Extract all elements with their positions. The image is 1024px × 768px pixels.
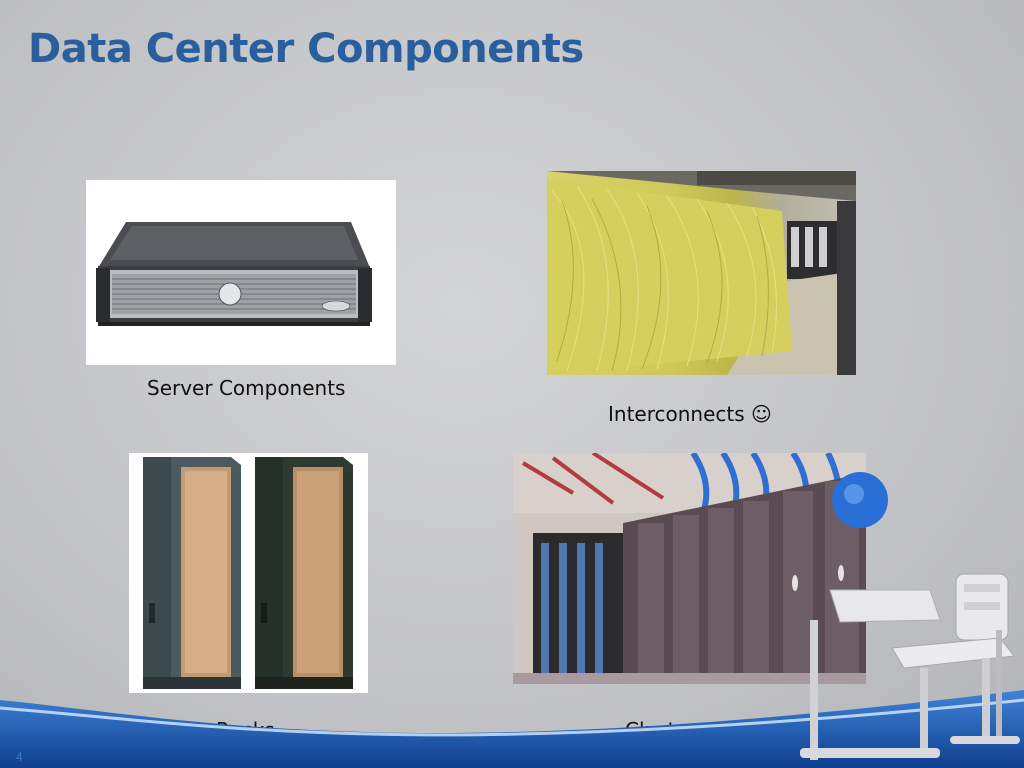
bottom-wave-decoration — [0, 690, 1024, 768]
slide-number: 4 — [16, 750, 23, 764]
cluster-photo — [513, 453, 866, 684]
interconnects-photo — [547, 171, 856, 375]
server-photo — [86, 180, 396, 365]
slide-title: Data Center Components — [28, 26, 584, 72]
server-caption: Server Components — [147, 376, 346, 400]
desk-chair-decoration — [800, 472, 1020, 760]
racks-photo — [129, 453, 368, 693]
interconnects-caption: Interconnects ☺ — [608, 402, 772, 426]
